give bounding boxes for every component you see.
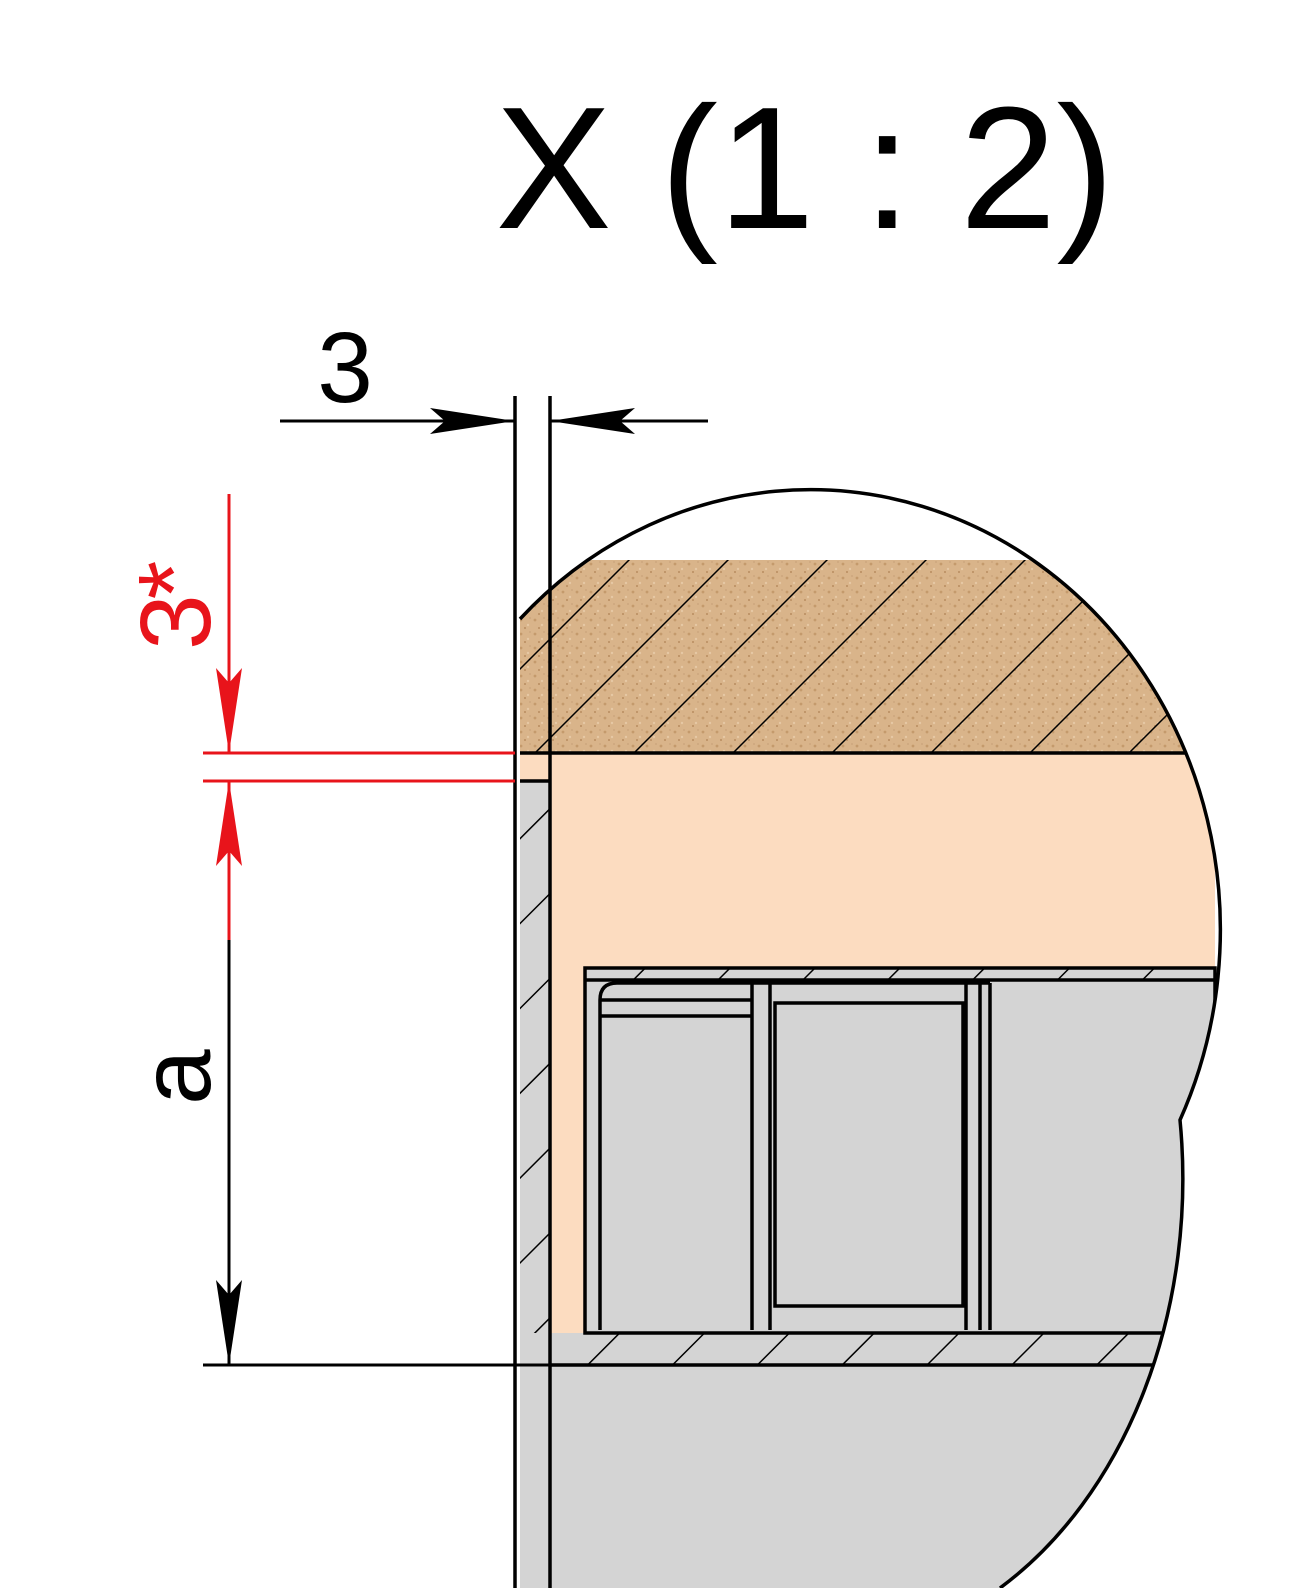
width-arrow-right <box>550 408 635 434</box>
gap-arrow-bottom <box>216 781 242 866</box>
gap-dimension <box>203 494 515 940</box>
gap-dimension-label: 3 <box>120 594 232 650</box>
view-title: X (1 : 2) <box>496 70 1115 265</box>
edge-fill-area <box>550 753 1215 968</box>
height-dimension <box>203 940 550 1367</box>
detail-outline <box>518 487 1223 1588</box>
gap-dimension-marker: * <box>118 561 230 600</box>
detail-section <box>520 560 1217 1588</box>
width-arrow-left <box>430 408 515 434</box>
gap-arrow-top <box>216 668 242 753</box>
bottom-strip <box>550 1333 1215 1365</box>
height-dimension-label: a <box>120 1049 232 1105</box>
inner-profile <box>585 968 1215 1333</box>
width-dimension-label: 3 <box>317 312 373 424</box>
height-arrow-bottom <box>216 1280 242 1365</box>
